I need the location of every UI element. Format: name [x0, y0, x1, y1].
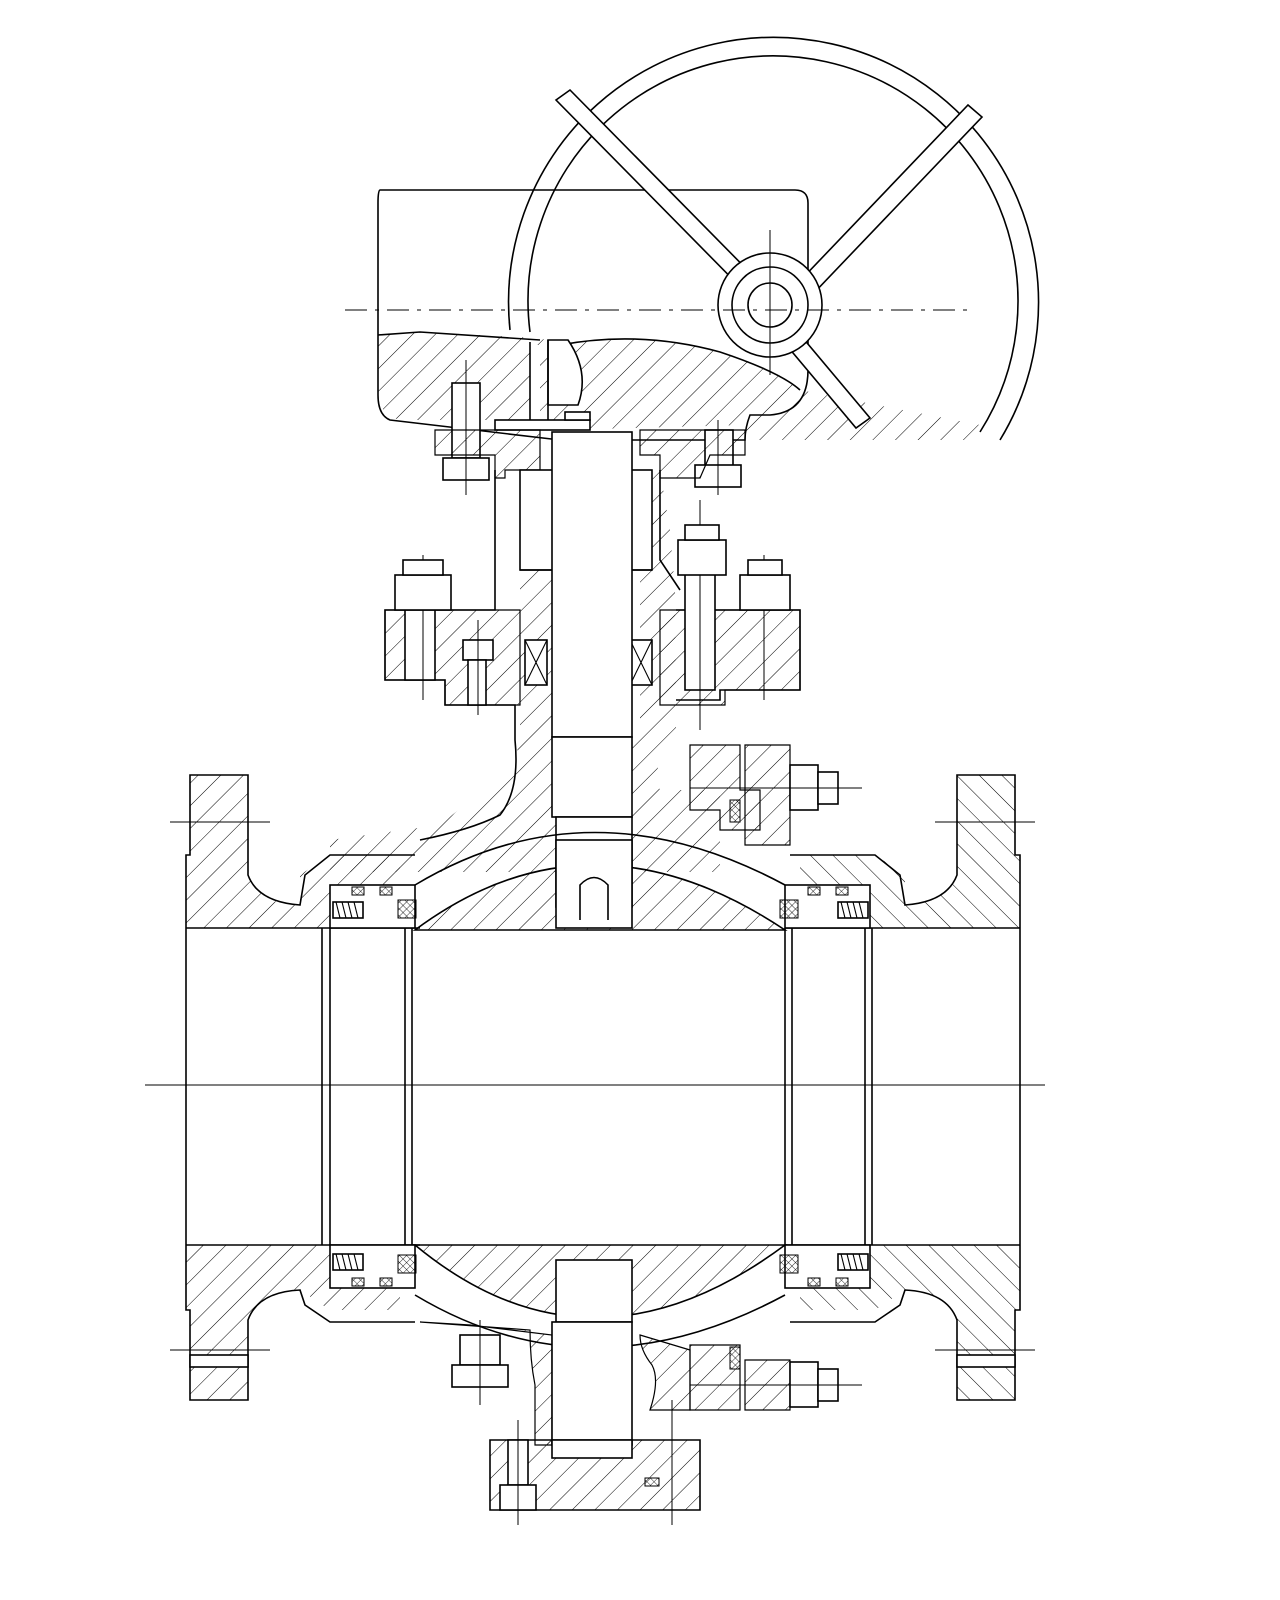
body-bolts: [689, 744, 862, 1411]
right-flange: [785, 774, 1035, 1401]
bottom-cover: [489, 1400, 701, 1525]
operator-mount-bolts: [434, 360, 746, 495]
bore: [145, 928, 1045, 1245]
handwheel: [507, 36, 1040, 441]
seat-rings: [329, 884, 871, 1289]
left-flange: [170, 774, 420, 1401]
gear-operator: [377, 189, 980, 441]
stem: [551, 431, 633, 908]
seat-springs: [332, 901, 869, 1271]
ball: [412, 831, 788, 1349]
trunnion: [419, 1320, 691, 1446]
